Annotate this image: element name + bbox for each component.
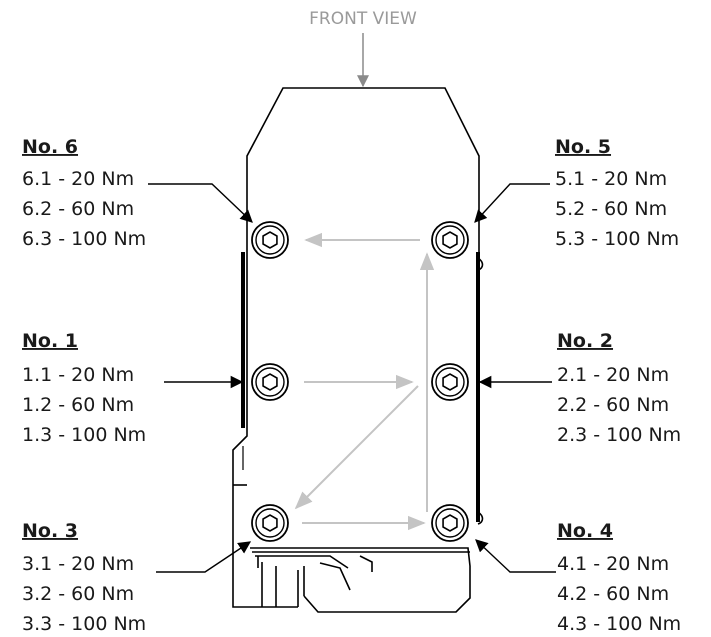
bolt-no3-step-1: 3.1 - 20 Nm bbox=[22, 553, 134, 575]
front-view-label: FRONT VIEW bbox=[309, 9, 417, 29]
bolt-no6-head bbox=[251, 221, 289, 259]
bolt-no1-step-1: 1.1 - 20 Nm bbox=[22, 364, 134, 386]
leader-no5 bbox=[474, 183, 550, 223]
housing-outline bbox=[232, 87, 484, 613]
bolt-no2-head bbox=[431, 363, 469, 401]
bolt-no3-step-2: 3.2 - 60 Nm bbox=[22, 583, 134, 605]
bolt-no4-labels: No. 4 4.1 - 20 Nm 4.2 - 60 Nm 4.3 - 100 … bbox=[557, 520, 681, 635]
tightening-sequence-arrows bbox=[294, 232, 435, 531]
bolt-no2-step-1: 2.1 - 20 Nm bbox=[557, 364, 669, 386]
leader-no6 bbox=[148, 183, 253, 223]
bolt-no3-header: No. 3 bbox=[22, 520, 78, 542]
bolt-no4-step-3: 4.3 - 100 Nm bbox=[557, 613, 681, 635]
bolt-no3-head bbox=[251, 504, 289, 542]
bolt-no4-head bbox=[431, 504, 469, 542]
bolt-no1-step-3: 1.3 - 100 Nm bbox=[22, 424, 146, 446]
bolt-no1-step-2: 1.2 - 60 Nm bbox=[22, 394, 134, 416]
bolt-no4-step-1: 4.1 - 20 Nm bbox=[557, 553, 669, 575]
bolt-no1-header: No. 1 bbox=[22, 330, 78, 352]
bolt-no5-head bbox=[431, 221, 469, 259]
bolt-no5-step-1: 5.1 - 20 Nm bbox=[555, 168, 667, 190]
leader-lines bbox=[148, 183, 556, 573]
bolt-no3-labels: No. 3 3.1 - 20 Nm 3.2 - 60 Nm 3.3 - 100 … bbox=[22, 520, 146, 635]
leader-no3 bbox=[156, 541, 252, 573]
bolt-no1-labels: No. 1 1.1 - 20 Nm 1.2 - 60 Nm 1.3 - 100 … bbox=[22, 330, 146, 446]
bolt-heads bbox=[251, 221, 469, 542]
bolt-no2-step-2: 2.2 - 60 Nm bbox=[557, 394, 669, 416]
bolt-no2-header: No. 2 bbox=[557, 330, 613, 352]
bolt-no2-labels: No. 2 2.1 - 20 Nm 2.2 - 60 Nm 2.3 - 100 … bbox=[557, 330, 681, 446]
bolt-no6-step-3: 6.3 - 100 Nm bbox=[22, 228, 146, 250]
bolt-no1-head bbox=[251, 363, 289, 401]
bolt-no5-labels: No. 5 5.1 - 20 Nm 5.2 - 60 Nm 5.3 - 100 … bbox=[555, 136, 679, 250]
leader-no4 bbox=[475, 539, 556, 573]
bolt-no5-header: No. 5 bbox=[555, 136, 611, 158]
bolt-no6-labels: No. 6 6.1 - 20 Nm 6.2 - 60 Nm 6.3 - 100 … bbox=[22, 136, 146, 250]
bolt-no5-step-3: 5.3 - 100 Nm bbox=[555, 228, 679, 250]
bolt-no6-step-1: 6.1 - 20 Nm bbox=[22, 168, 134, 190]
bolt-no4-step-2: 4.2 - 60 Nm bbox=[557, 583, 669, 605]
bolt-no3-step-3: 3.3 - 100 Nm bbox=[22, 613, 146, 635]
bolt-no5-step-2: 5.2 - 60 Nm bbox=[555, 198, 667, 220]
bolt-no2-step-3: 2.3 - 100 Nm bbox=[557, 424, 681, 446]
bolt-no6-header: No. 6 bbox=[22, 136, 78, 158]
bolt-no4-header: No. 4 bbox=[557, 520, 613, 542]
sequence-arrow-2-3 bbox=[294, 385, 419, 510]
bolt-no6-step-2: 6.2 - 60 Nm bbox=[22, 198, 134, 220]
